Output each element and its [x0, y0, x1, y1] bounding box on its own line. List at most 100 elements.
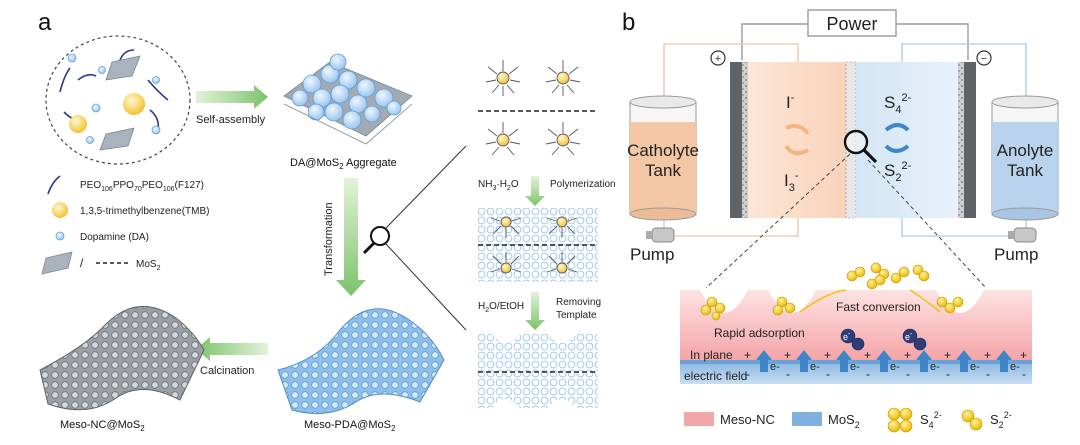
positive-charge-mark: +: [864, 348, 871, 362]
positive-charge-mark: +: [984, 348, 991, 362]
transformation-label: Transformation: [323, 202, 335, 276]
s2-legend-icon: [961, 409, 983, 431]
positive-terminal-label: +: [715, 53, 721, 65]
s4-legend-icon: [887, 407, 913, 433]
h2o-etoh-label: H2O/EtOH: [478, 301, 524, 314]
zoom-line-left-b: [705, 153, 851, 289]
self-assembly-label: Self-assembly: [196, 114, 266, 126]
meso-nc-sheet: [39, 305, 205, 411]
legend-s4-label: S42-: [920, 410, 942, 430]
field-arrow-icon: [836, 350, 852, 372]
tmb-legend-icon: [52, 202, 68, 218]
negative-charge-mark: -: [786, 367, 790, 381]
meso-nc-swatch: [684, 412, 714, 426]
da-legend-icon: [55, 231, 65, 241]
field-arrow-icon: [876, 350, 892, 372]
field-arrow-icon: [956, 350, 972, 372]
magnifier-icon-a: [362, 226, 390, 255]
mos2-sheet-legend-icon: [41, 251, 73, 275]
negative-charge-mark: -: [746, 367, 750, 381]
field-arrow-icon: [996, 350, 1012, 372]
s2-label: S22-: [884, 160, 912, 184]
meso-nc-label: Meso-NC@MoS2: [60, 419, 145, 433]
nh3-h2o-label: NH3·H2O: [478, 179, 519, 192]
meso-pda-label: Meso-PDA@MoS2: [304, 419, 396, 433]
removing-label: Removing: [556, 297, 601, 308]
anolyte-label-1: Anolyte: [997, 141, 1054, 160]
positive-terminal-icon: [710, 50, 726, 66]
negative-terminal-label: −: [981, 53, 987, 65]
panel-b-label: b: [622, 9, 635, 36]
fast-conversion-label: Fast conversion: [836, 300, 921, 314]
conversion-arrows: [799, 289, 941, 313]
triiodide-label: I3-: [784, 170, 799, 194]
mesoporous-framework: [478, 334, 598, 408]
meso-pda-sheet: [277, 308, 445, 415]
legend-f127-label: PEO106PPO70PEO106(F127): [80, 180, 204, 193]
pump-left-icon: [646, 227, 675, 243]
electron-mark: e-: [930, 361, 940, 373]
field-arrow-icon: [796, 350, 812, 372]
negative-charge-mark: -: [906, 367, 910, 381]
panel-a-label: a: [38, 9, 52, 36]
electron-mark: e-: [770, 361, 780, 373]
negative-charge-mark: -: [946, 367, 950, 381]
pump-right-icon: [1008, 227, 1037, 243]
calcination-label: Calcination: [200, 365, 254, 377]
negative-charge-mark: -: [986, 367, 990, 381]
f127-legend-icon: [47, 175, 61, 195]
catholyte-tank: [629, 95, 697, 221]
negative-terminal-icon: [976, 50, 992, 66]
electron-circle-label-1: e-: [843, 331, 851, 342]
legend-da-label: Dopamine (DA): [80, 232, 149, 243]
catholyte-redox-arrows-icon: [784, 124, 810, 156]
electron-mark: e-: [890, 361, 900, 373]
micelles-top: [485, 60, 581, 156]
legend-mos2-label: MoS2: [136, 259, 161, 272]
electron-mark: e-: [970, 361, 980, 373]
interface-zoom: [680, 290, 1032, 384]
converted-polysulfides: [846, 262, 930, 290]
legend-b: [684, 407, 983, 433]
rapid-adsorption-label: Rapid adsorption: [714, 326, 805, 340]
anolyte-tank: [991, 95, 1059, 221]
aggregate-label: DA@MoS2 Aggregate: [290, 157, 397, 171]
legend-meso-nc-label: Meso-NC: [720, 412, 775, 427]
positive-charge-mark: +: [784, 348, 791, 362]
electron-mark: e-: [1010, 361, 1020, 373]
pump-right-label: Pump: [994, 245, 1038, 264]
positive-charge-mark: +: [824, 348, 831, 362]
positive-charge-mark: +: [1020, 348, 1027, 362]
power-source: [807, 9, 897, 37]
positive-charge-mark: +: [944, 348, 951, 362]
self-assembly-arrow: [196, 85, 268, 109]
in-plane-label: In plane: [690, 348, 733, 362]
electron-circles: [840, 328, 927, 351]
legend-tmb-label: 1,3,5-trimethylbenzene(TMB): [80, 206, 210, 217]
field-arrow-icon: [756, 350, 772, 372]
legend-s2-label: S22-: [990, 410, 1012, 430]
positive-charge-mark: +: [744, 348, 751, 362]
circuit-wires: [741, 23, 969, 60]
transformation-arrow: [336, 178, 366, 296]
zoom-line-right-b: [867, 159, 987, 289]
calcination-arrow: [196, 337, 268, 361]
positive-charge-mark: +: [904, 348, 911, 362]
field-charges: +-e-+-e-+-e-+-e-+-e-+-e-+-e-+-: [744, 348, 1027, 381]
zoom-line-bottom-a: [385, 243, 467, 331]
magnifier-icon-b: [843, 129, 878, 164]
negative-charge-mark: -: [1022, 367, 1026, 381]
negative-charge-mark: -: [826, 367, 830, 381]
component-mixture: [45, 35, 191, 165]
electron-circle-label-2: e-: [905, 331, 913, 342]
mos2-swatch: [792, 412, 822, 426]
flow-cell: [730, 61, 976, 219]
polymerization-arrow: [525, 176, 545, 206]
iodide-label: I-: [786, 92, 795, 112]
aggregate-illustration: [283, 53, 413, 145]
anolyte-redox-arrows-icon: [884, 123, 910, 153]
electric-field-label: electric field: [684, 369, 747, 383]
legend-mos2-label-b: MoS2: [828, 412, 860, 430]
